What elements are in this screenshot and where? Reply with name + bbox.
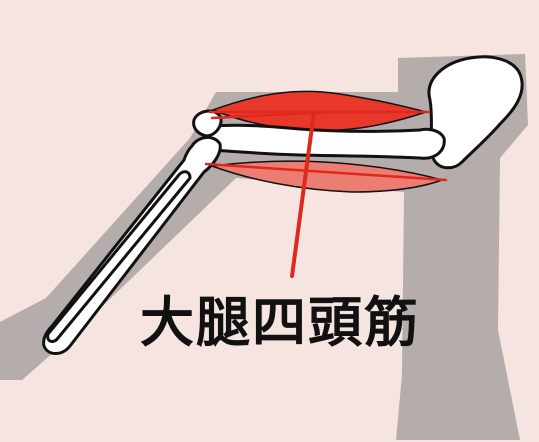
femur-bone (206, 125, 444, 158)
patella-bone (194, 111, 221, 136)
muscle-label: 大腿四頭筋 (140, 278, 420, 357)
